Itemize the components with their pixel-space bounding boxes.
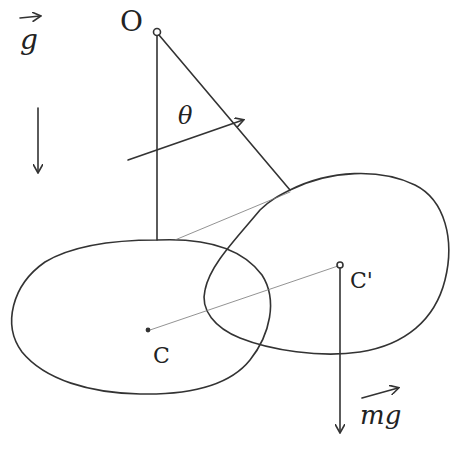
centre-point [146,328,149,331]
sweep-line [150,266,338,330]
vertical-line [156,36,158,240]
body-outline [12,240,271,394]
weight-arrow [339,268,341,432]
centre-point [337,262,343,268]
vector-label: mg [360,402,401,428]
gravity-arrow [37,108,39,172]
angle-label: θ [178,104,192,128]
sweep-line [175,192,290,240]
vector-label: g [20,26,38,54]
slanted-line [159,35,290,190]
vector-arrow [20,16,40,18]
point-label: C [153,345,170,367]
point-label: O [120,8,143,36]
vector-arrow [362,388,398,398]
body-outline [204,174,449,355]
point-label: C' [350,270,373,292]
